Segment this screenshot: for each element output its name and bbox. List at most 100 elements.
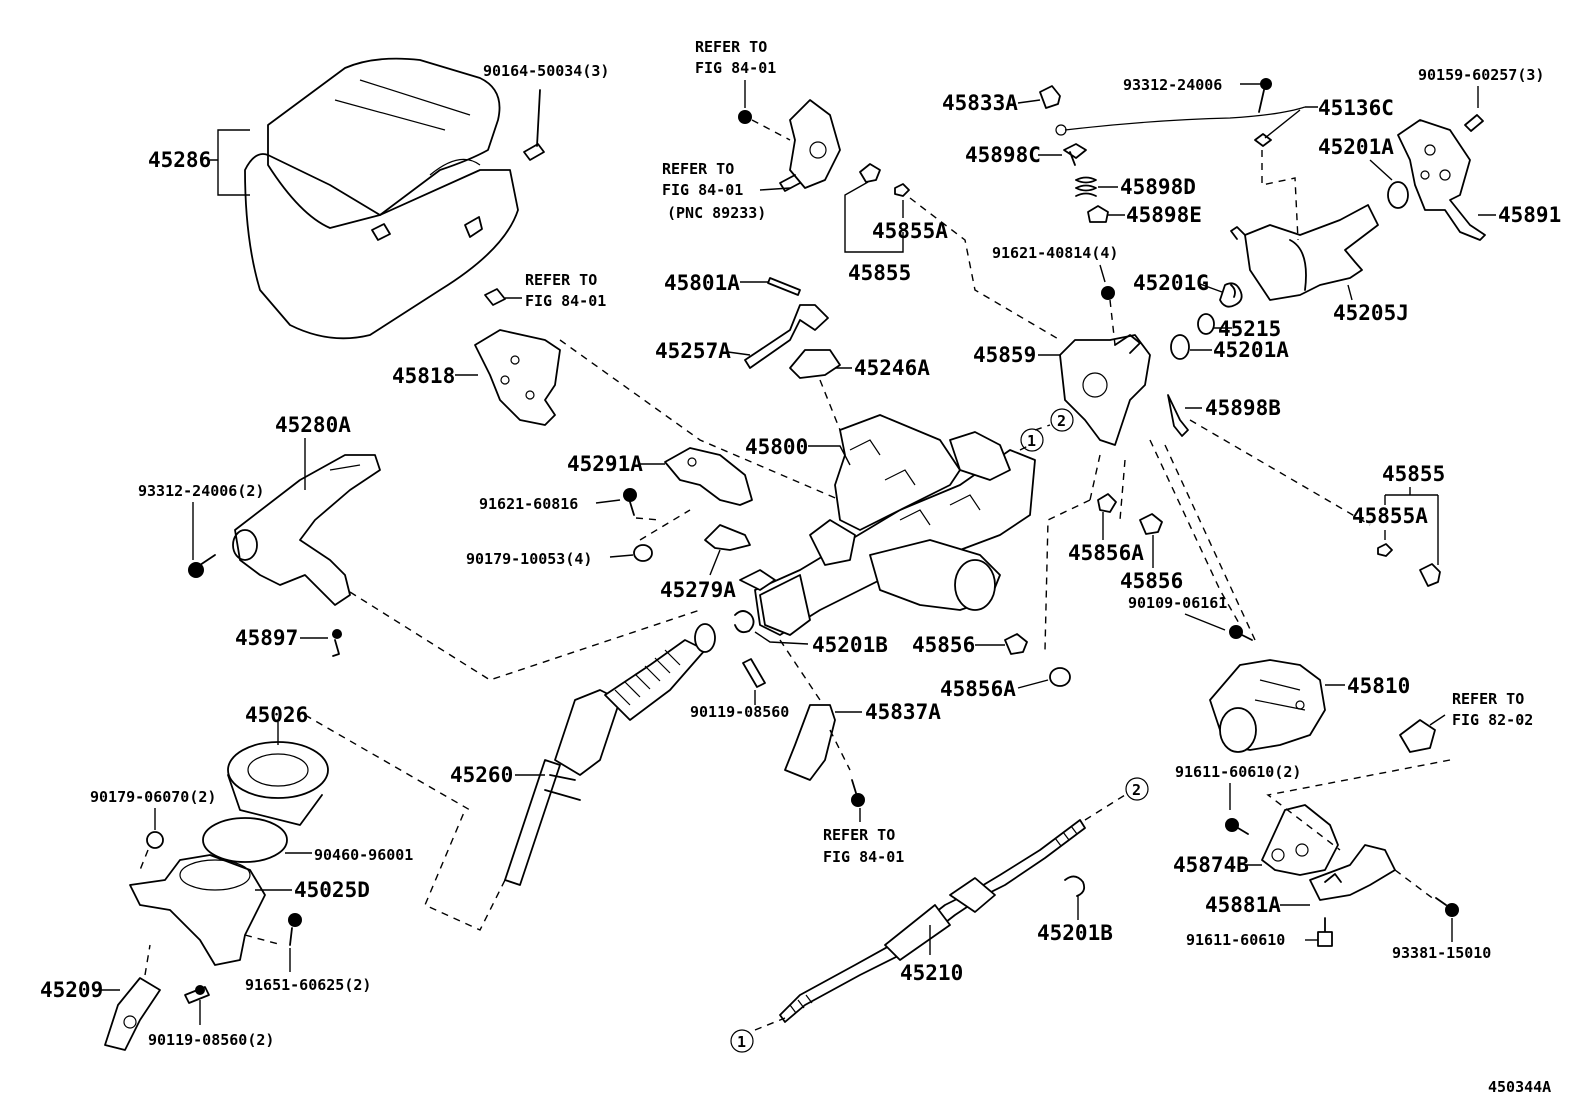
spring-45201g (1219, 282, 1243, 308)
label-93312-24006-top: 93312-24006 (1123, 76, 1222, 94)
label-refer-to-1: REFER TO (695, 38, 767, 56)
label-45201A-upper: 45201A (1318, 135, 1394, 159)
cable-45136c (1064, 106, 1306, 131)
bearing-45201a-lower (1170, 334, 1190, 360)
bolt-93312-top (1258, 78, 1272, 113)
bolt-91621-40814 (1101, 286, 1115, 300)
label-90460-96001: 90460-96001 (314, 846, 413, 864)
bolt-top-refer (738, 110, 791, 141)
boot-45025d (129, 854, 266, 966)
label-90109-06161: 90109-06161 (1128, 594, 1227, 612)
nut-45856a-lower (1049, 667, 1071, 687)
bracket-45874b (1261, 804, 1339, 876)
pin-45855a-upper (894, 183, 910, 197)
label-45874B: 45874B (1173, 853, 1249, 877)
label-45209: 45209 (40, 978, 103, 1002)
pin-45856a-middle (1097, 493, 1117, 513)
bolt-45897 (332, 629, 342, 657)
column-cover-45286 (244, 57, 519, 340)
label-45881A: 45881A (1205, 893, 1281, 917)
bracket-45818 (474, 329, 561, 426)
part-refer-82-02 (1399, 719, 1436, 753)
label-fig-84-01-1: FIG 84-01 (695, 59, 776, 77)
snap-ring-45201b-lower (1064, 875, 1086, 897)
label-fig-84-01-2: FIG 84-01 (662, 181, 743, 199)
bracket-45279a (704, 524, 751, 551)
housing-45280a (232, 454, 381, 606)
label-45833A: 45833A (942, 91, 1018, 115)
switch-bracket-89233 (779, 99, 841, 192)
label-fig-82-02: FIG 82-02 (1452, 711, 1533, 729)
washer-45215 (1197, 313, 1215, 335)
bolt-refer-3 (484, 288, 506, 306)
label-45246A: 45246A (854, 356, 930, 380)
motor-45810 (1209, 659, 1326, 753)
label-45855A-right: 45855A (1352, 504, 1428, 528)
lower-shaft-45210 (779, 819, 1086, 1023)
label-45898B: 45898B (1205, 396, 1281, 420)
boot-45026 (227, 741, 329, 826)
label-45210: 45210 (900, 961, 963, 985)
label-45800: 45800 (745, 435, 808, 459)
column-assembly-45800 (739, 414, 1036, 636)
bolt-93312-2 (188, 554, 216, 578)
bolt-90109-06161 (1229, 625, 1253, 641)
label-45856A-middle: 45856A (1068, 541, 1144, 565)
bolt-90159 (1464, 114, 1484, 132)
pin-45855-upper (859, 163, 881, 183)
label-45855-right: 45855 (1382, 462, 1445, 486)
label-fig-84-01-4: FIG 84-01 (823, 848, 904, 866)
bolt-refer-4 (851, 779, 865, 807)
label-91621-60816: 91621-60816 (479, 495, 578, 513)
label-45215: 45215 (1218, 317, 1281, 341)
part-45898e (1087, 205, 1109, 223)
housing-45205j (1230, 204, 1379, 301)
callout-1-lower: 1 (737, 1033, 746, 1051)
pin-45856-lower (1004, 633, 1028, 655)
label-45837A: 45837A (865, 700, 941, 724)
label-45897: 45897 (235, 626, 298, 650)
joint-45209 (104, 977, 161, 1051)
label-91621-40814: 91621-40814(4) (992, 244, 1118, 262)
label-90179-06070: 90179-06070(2) (90, 788, 216, 806)
label-45025D: 45025D (294, 878, 370, 902)
intermediate-shaft-45260 (504, 623, 716, 886)
label-pnc-89233: (PNC 89233) (667, 204, 766, 222)
label-45801A: 45801A (664, 271, 740, 295)
bolt-93381-15010 (1435, 897, 1459, 917)
callout-circle-1-lower (730, 1029, 754, 1053)
label-45205J: 45205J (1333, 301, 1409, 325)
screw-90164 (523, 89, 545, 161)
clip-45246a (789, 349, 841, 379)
label-refer-to-3: REFER TO (525, 271, 597, 289)
label-fig-84-01-3: FIG 84-01 (525, 292, 606, 310)
label-90159-60257: 90159-60257(3) (1418, 66, 1544, 84)
label-45855A-upper: 45855A (872, 219, 948, 243)
label-refer-to-4: REFER TO (823, 826, 895, 844)
label-45136C: 45136C (1318, 96, 1394, 120)
callout-2-lower: 2 (1132, 781, 1141, 799)
label-45898C: 45898C (965, 143, 1041, 167)
lever-45257a (744, 304, 829, 369)
label-45856A-lower: 45856A (940, 677, 1016, 701)
bolt-91621-60816 (623, 488, 637, 516)
pin-45801a (767, 277, 801, 296)
callout-1-upper: 1 (1027, 432, 1036, 450)
label-45026: 45026 (245, 703, 308, 727)
label-45291A: 45291A (567, 452, 643, 476)
pin-45898b (1167, 394, 1189, 437)
part-45898c (1063, 143, 1087, 166)
bracket-45859 (1059, 334, 1151, 446)
label-45260: 45260 (450, 763, 513, 787)
label-refer-to-2: REFER TO (662, 160, 734, 178)
label-90119-08560-2: 90119-08560(2) (148, 1031, 274, 1049)
label-45280A: 45280A (275, 413, 351, 437)
callout-2-upper: 2 (1057, 412, 1066, 430)
pin-45855-right (1419, 563, 1441, 587)
bolt-90119-08560 (742, 658, 766, 688)
bracket-45881a (1309, 844, 1396, 901)
clamp-90460 (202, 817, 288, 863)
callout-circle-2-upper (1050, 408, 1074, 432)
snap-ring-45201b-upper (734, 610, 755, 634)
